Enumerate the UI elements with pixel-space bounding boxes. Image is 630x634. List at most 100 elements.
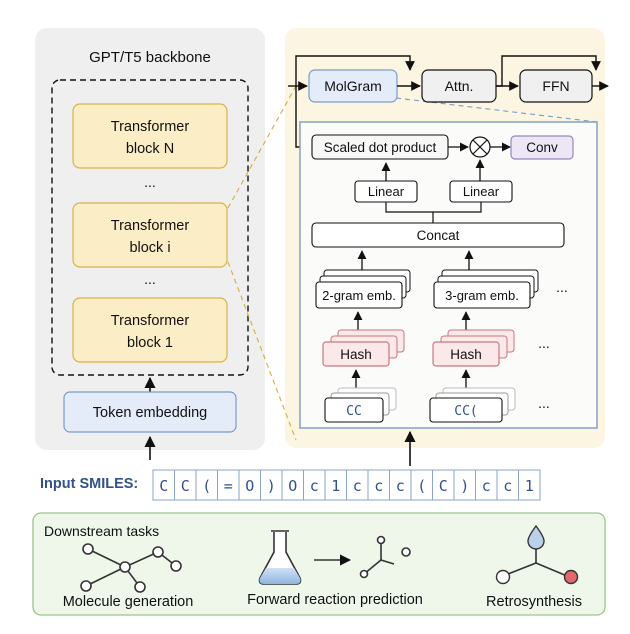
linear-left-box: Linear — [354, 180, 418, 203]
block-1-line2: block 1 — [127, 335, 173, 351]
smiles-token: c — [496, 469, 519, 501]
smiles-token: c — [367, 469, 390, 501]
smiles-token: c — [475, 469, 498, 501]
token-embedding-box: Token embedding — [63, 391, 237, 433]
smiles-token: ) — [453, 469, 476, 501]
smiles-token: C — [432, 469, 455, 501]
smiles-token-text: ) — [267, 477, 276, 495]
smiles-token: 1 — [518, 469, 541, 501]
smiles-token: O — [281, 469, 304, 501]
dots-hash: ... — [538, 335, 550, 351]
block-i-line2: block i — [129, 240, 170, 256]
transformer-block-i: Transformer block i — [72, 202, 228, 268]
smiles-token-text: C — [439, 477, 448, 495]
smiles-token-text: C — [159, 477, 168, 495]
smiles-token-text: O — [245, 477, 254, 495]
emb-3gram-label: 3-gram emb. — [445, 288, 519, 303]
hash-right-stack: Hash — [432, 329, 515, 367]
smiles-token: c — [389, 469, 412, 501]
smiles-token-text: C — [181, 477, 190, 495]
smiles-token: c — [346, 469, 369, 501]
concat-label: Concat — [417, 228, 460, 243]
linear-left-label: Linear — [368, 184, 405, 199]
hash-left-label: Hash — [340, 347, 372, 362]
linear-right-box: Linear — [449, 180, 513, 203]
dots-mid: ... — [144, 271, 156, 287]
attn-label: Attn. — [445, 78, 474, 94]
smiles-token: 1 — [324, 469, 347, 501]
conv-box: Conv — [510, 135, 574, 160]
token-embedding-label: Token embedding — [93, 405, 207, 421]
token-cc: CC — [346, 404, 362, 419]
smiles-token: c — [303, 469, 326, 501]
smiles-token: C — [152, 469, 175, 501]
scaled-dot-product-box: Scaled dot product — [311, 134, 449, 160]
smiles-token-text: 1 — [525, 477, 534, 495]
downstream-title: Downstream tasks — [44, 523, 159, 539]
concat-box: Concat — [311, 222, 565, 248]
attn-box: Attn. — [421, 69, 497, 103]
smiles-token-text: c — [482, 477, 491, 495]
molgram-box: MolGram — [308, 69, 398, 103]
molecule-graph-icon — [80, 543, 182, 593]
dots-token: ... — [538, 395, 550, 411]
smiles-token-text: ) — [460, 477, 469, 495]
block-i-line1: Transformer — [111, 218, 190, 234]
smiles-token: = — [217, 469, 240, 501]
multiply-node — [469, 136, 491, 158]
input-smiles-label: Input SMILES: — [40, 476, 138, 492]
block-n-line2: block N — [126, 141, 174, 157]
smiles-token-text: c — [310, 477, 319, 495]
transformer-block-1: Transformer block 1 — [72, 297, 228, 363]
flask-icon — [258, 530, 302, 585]
token-cc-paren-stack: CC( — [429, 387, 516, 423]
token-cc-paren: CC( — [454, 404, 477, 419]
smiles-token-text: O — [288, 477, 297, 495]
backbone-panel: GPT/T5 backbone Transformer block N ... … — [35, 28, 265, 460]
smiles-token-text: c — [503, 477, 512, 495]
smiles-token: ( — [410, 469, 433, 501]
smiles-token: ( — [195, 469, 218, 501]
block-n-line1: Transformer — [111, 119, 190, 135]
hash-right-label: Hash — [450, 347, 482, 362]
emb-2gram-stack: 2-gram emb. — [315, 269, 411, 309]
smiles-token: O — [238, 469, 261, 501]
zoom-line-molgram — [395, 97, 598, 123]
block-1-line1: Transformer — [111, 313, 190, 329]
zoom-line-bottom — [227, 261, 297, 441]
smiles-token-text: ( — [202, 477, 211, 495]
smiles-token: ) — [260, 469, 283, 501]
conv-label: Conv — [526, 140, 558, 155]
smiles-token-text: c — [353, 477, 362, 495]
ffn-label: FFN — [542, 78, 569, 94]
smiles-token-text: c — [374, 477, 383, 495]
downstream-panel: Downstream tasks Molecule generation — [32, 512, 606, 616]
smiles-token: C — [174, 469, 197, 501]
emb-3gram-stack: 3-gram emb. — [433, 269, 539, 309]
residual-1 — [295, 55, 415, 86]
smiles-token-text: ( — [417, 477, 426, 495]
smiles-token-text: 1 — [331, 477, 340, 495]
emb-2gram-label: 2-gram emb. — [322, 288, 396, 303]
task-retrosynthesis: Retrosynthesis — [486, 594, 582, 610]
backbone-title: GPT/T5 backbone — [89, 49, 211, 66]
smiles-token-text: c — [396, 477, 405, 495]
task-forward-reaction: Forward reaction prediction — [247, 592, 423, 608]
scaled-dot-label: Scaled dot product — [324, 140, 437, 155]
linear-right-label: Linear — [463, 184, 500, 199]
detail-panel: MolGram Attn. FFN Scaled dot product — [227, 28, 609, 466]
retrosynthesis-icon — [495, 524, 579, 585]
product-molecule-icon — [359, 535, 411, 579]
dots-emb: ... — [556, 279, 568, 295]
ffn-box: FFN — [519, 69, 593, 103]
task-molecule-generation: Molecule generation — [63, 594, 194, 610]
hash-left-stack: Hash — [322, 329, 405, 367]
dots-top: ... — [144, 174, 156, 190]
transformer-block-n: Transformer block N — [72, 103, 228, 169]
smiles-token-text: = — [224, 477, 233, 495]
transformer-stack-frame — [51, 79, 249, 376]
token-cc-stack: CC — [324, 387, 397, 423]
